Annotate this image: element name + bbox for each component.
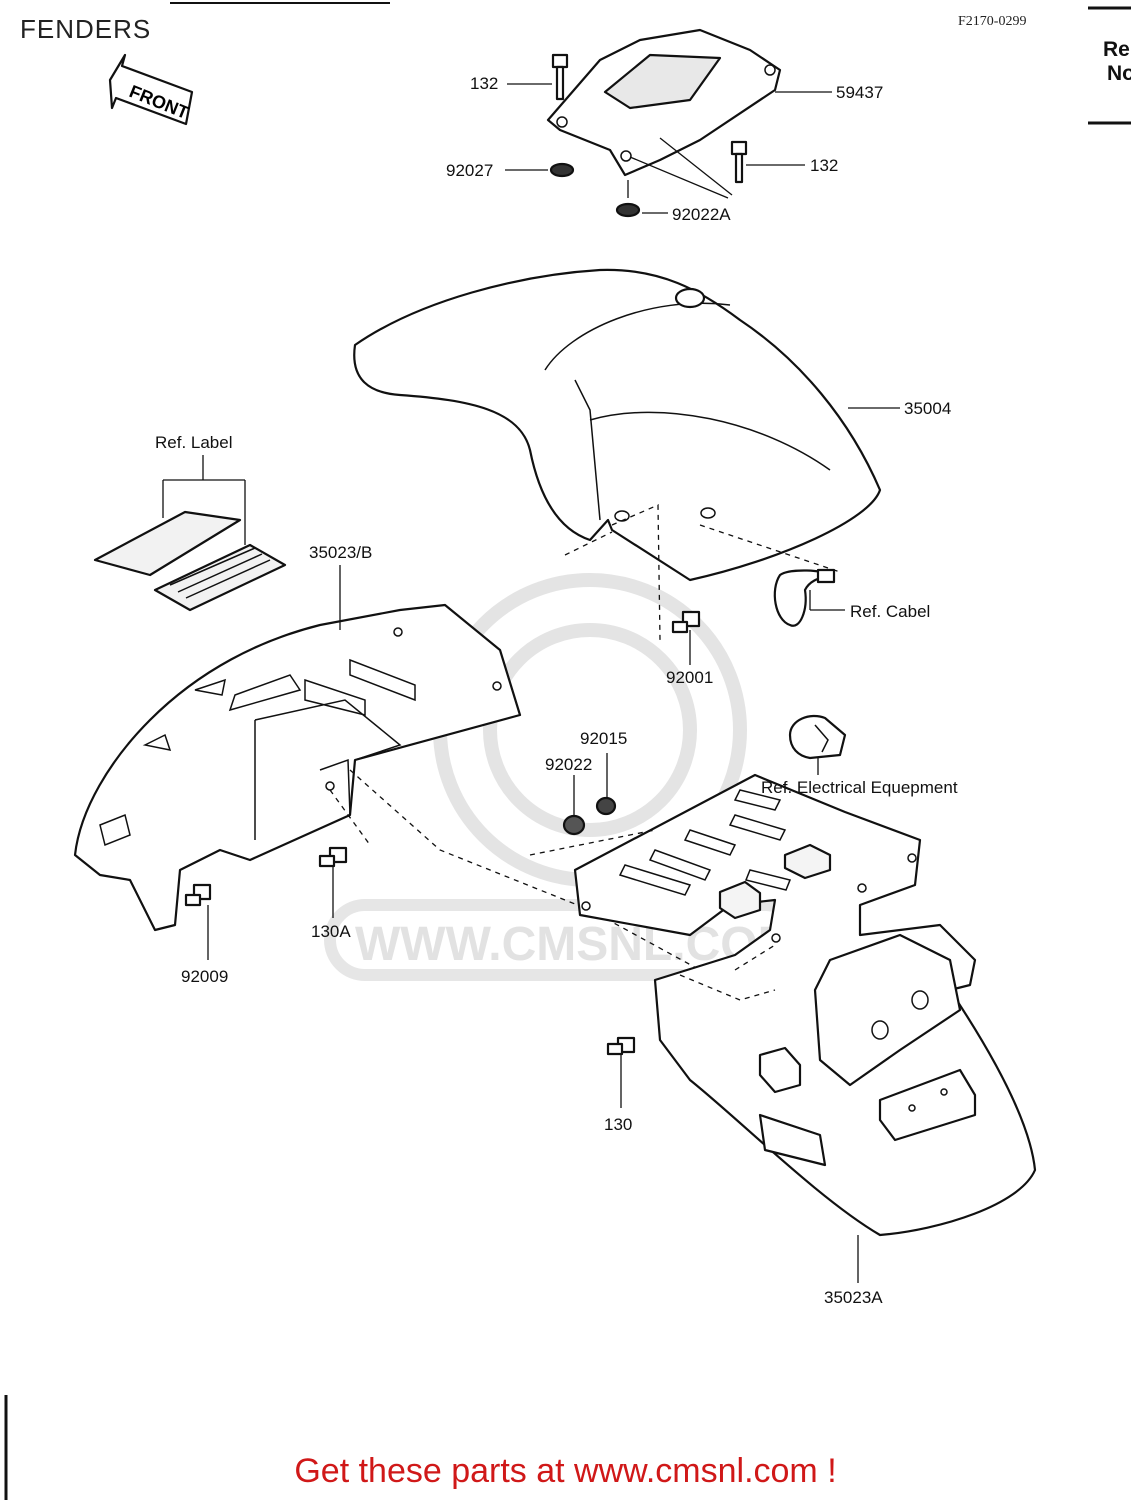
leader-lines <box>162 83 900 1283</box>
washer-92022 <box>562 814 586 836</box>
nut-92015 <box>595 796 617 816</box>
part-35023B-inner-fender <box>73 603 522 932</box>
callout-92015: 92015 <box>580 729 627 748</box>
page-title: FENDERS <box>20 14 152 44</box>
callout-92027: 92027 <box>446 161 493 180</box>
callout-130: 130 <box>604 1115 632 1134</box>
callout-92009: 92009 <box>181 967 228 986</box>
ref-label-sheets <box>93 510 287 612</box>
callout-130A: 130A <box>311 922 351 941</box>
callout-ref-cabel: Ref. Cabel <box>850 602 930 621</box>
callout-92022A: 92022A <box>672 205 731 224</box>
callout-132-top: 132 <box>470 74 498 93</box>
callout-92022: 92022 <box>545 755 592 774</box>
front-arrow-icon: FRONT <box>108 53 194 126</box>
callout-labels: 132 59437 92027 132 92022A 35004 Ref. La… <box>155 74 958 1307</box>
corner-text-2: No <box>1107 62 1131 85</box>
bolt-132-right <box>730 140 748 184</box>
part-59437-cover <box>546 28 782 177</box>
corner-text-1: Re <box>1103 38 1130 61</box>
callout-92001: 92001 <box>666 668 713 687</box>
callout-ref-electrical: Ref. Electrical Equepment <box>761 778 958 797</box>
callout-35004: 35004 <box>904 399 951 418</box>
bolt-92009 <box>184 883 212 907</box>
ref-cabel-clip <box>773 568 836 627</box>
washer-92022A <box>615 202 641 218</box>
callout-35023A: 35023A <box>824 1288 883 1307</box>
washer-92027 <box>549 162 575 178</box>
footer-link[interactable]: Get these parts at www.cmsnl.com ! <box>294 1452 837 1490</box>
part-35004-front-fender <box>353 268 882 582</box>
part-35023A-rear-fender <box>573 773 1037 1237</box>
ref-electrical-equipment <box>788 714 847 760</box>
bolt-132-top <box>551 53 569 101</box>
callout-ref-label: Ref. Label <box>155 433 233 452</box>
callout-59437: 59437 <box>836 83 883 102</box>
bolt-130 <box>606 1036 636 1056</box>
callout-132-right: 132 <box>810 156 838 175</box>
drawing-code: F2170-0299 <box>958 14 1027 29</box>
bolt-130A <box>318 846 348 868</box>
callout-35023B: 35023/B <box>309 543 372 562</box>
bolt-92001 <box>671 610 701 634</box>
